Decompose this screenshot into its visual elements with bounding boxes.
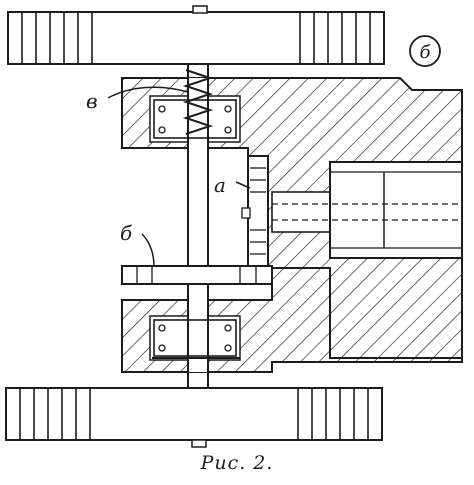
leader-hub: [235, 181, 251, 189]
figure-badge-label: б: [420, 42, 432, 63]
right-cylinder: [271, 161, 463, 259]
figure-caption: Рис. 2.: [200, 452, 274, 474]
label-spring: в: [86, 89, 98, 113]
leader-flange: [141, 233, 155, 267]
label-hub: а: [214, 173, 226, 197]
bottom-wheel: [5, 387, 383, 448]
flange: [121, 265, 273, 285]
label-flange: б: [120, 221, 133, 245]
lower-bracket: [152, 319, 240, 359]
top-wheel: [7, 5, 385, 65]
upper-bracket: [153, 99, 237, 139]
spring: [182, 69, 214, 135]
hub-gear: [241, 155, 269, 267]
leader-spring: [107, 86, 189, 99]
figure-badge: б: [409, 35, 441, 67]
